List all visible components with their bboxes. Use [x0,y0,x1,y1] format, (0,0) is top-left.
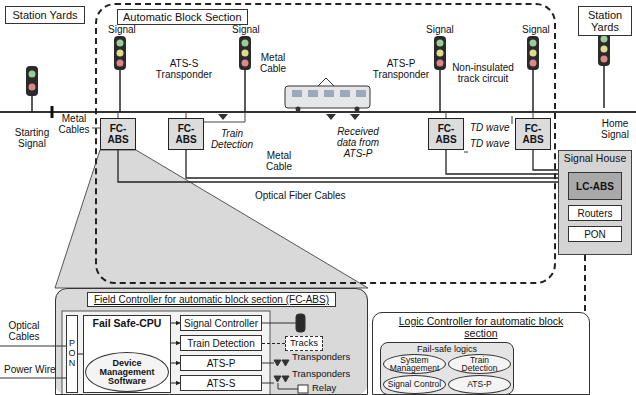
component-box: ATS-P [448,375,511,394]
component-box: Train Detection [448,354,511,374]
component-box: Fail Safe-CPU Device Management Software [83,315,171,393]
annotation-label: Optical Cables [4,320,44,342]
annotation-label: Metal Cable [262,150,296,172]
component-box: Logic Controller for automatic block sec… [372,312,590,395]
component-box: Train Detection [180,335,262,351]
annotation-label: Power Wire [4,364,56,375]
component-box: FC-ABS [168,118,204,150]
box-text: Routers [577,208,612,219]
component-box: PON [568,226,622,242]
optical-link [585,255,586,312]
component-box: FC-ABS [428,118,464,150]
annotation-label: ATS-P Transponder [372,58,430,80]
component-box: ATS-P [180,355,262,371]
connector [171,323,180,324]
connector [171,363,180,364]
annotation-label: Non-insulated track circuit [450,62,516,84]
box-text: Signal Controller [184,318,258,329]
box-text: PON [584,229,606,240]
annotation-label: Signal [108,24,136,35]
annotation-label: ATS-S Transponder [155,58,213,80]
box-text: Signal House [564,153,626,165]
component-box: Station Yards [5,6,85,24]
box-text: ATS-P [467,380,491,389]
box-text: ATS-P [207,358,236,369]
field-wires [0,314,308,393]
annotation-label: Signal [522,24,550,35]
connector [171,343,180,344]
optical-fiber-cable [446,150,558,174]
annotation-label: TD wave [470,122,509,133]
annotation-label: Signal [426,24,454,35]
annotation-label: Metal Cable [256,52,290,74]
box-text: Station Yards [581,9,629,33]
annotation-label: Transponders [292,352,350,362]
annotation-label: Transponders [292,369,350,379]
annotation-label: Starting Signal [10,127,54,149]
box-text: Field Controller for automatic block sec… [87,292,336,307]
annotation-label: Metal Cables [56,113,92,135]
box-text: Tracks [290,338,318,348]
box-text: LC-ABS [576,181,614,192]
component-box: Device Management Software [85,352,169,392]
component-box: System Management [383,354,446,374]
connector [262,343,285,344]
train [285,78,370,112]
box-text: FC-ABS [518,123,548,145]
metal-cables [92,112,533,128]
box-text: Train Detection [451,356,508,373]
annotation-label: Optical Fiber Cables [255,190,346,201]
component-box: Signal HouseLC-ABS RoutersPON [558,150,632,255]
annotation-label: TD wave [470,138,509,149]
annotation-label: Train Detection [208,128,256,150]
connector [171,383,180,384]
optical-fiber-cable [118,150,558,182]
starting-signal [26,66,38,112]
box-text: Automatic Block Section [117,9,248,25]
signal-symbols [114,32,610,112]
box-text: Station Yards [12,9,77,21]
box-text: Device Management Software [88,359,166,386]
box-text: Fail Safe-CPU [93,318,162,330]
annotation-label: Signal [232,24,260,35]
component-box: Signal Control [383,375,446,394]
annotation-label: Relay [312,383,336,393]
box-text: Fail-safe logics [417,345,477,355]
component-box: Signal Controller [180,315,262,331]
component-box: LC-ABS [568,172,622,200]
annotation-label: Received data from ATS-P [330,126,386,159]
annotation-label: Home Signal [596,118,634,140]
component-box: Tracks [285,336,323,351]
td-wave-arrows [464,116,512,152]
callout-shape [55,150,368,395]
component-box: Fail-safe logicsSystem Management Train D… [380,342,514,395]
component-box: ATS-S [180,375,262,391]
component-box: PON [66,315,78,393]
box-text: FC-ABS [431,123,461,145]
box-text: FC-ABS [103,123,133,145]
component-box: Routers [568,205,622,221]
box-text: PON [68,339,77,369]
component-box: FC-ABS [100,118,136,150]
box-text: System Management [386,356,443,373]
box-text: ATS-S [207,378,236,389]
box-text: Train Detection [187,338,254,349]
component-box: FC-ABS [515,118,551,150]
component-box: Station Yards [578,6,632,36]
transponders [218,114,360,120]
box-text: Signal Control [388,380,441,389]
box-text: Logic Controller for automatic block sec… [394,316,569,339]
box-text: FC-ABS [171,123,201,145]
